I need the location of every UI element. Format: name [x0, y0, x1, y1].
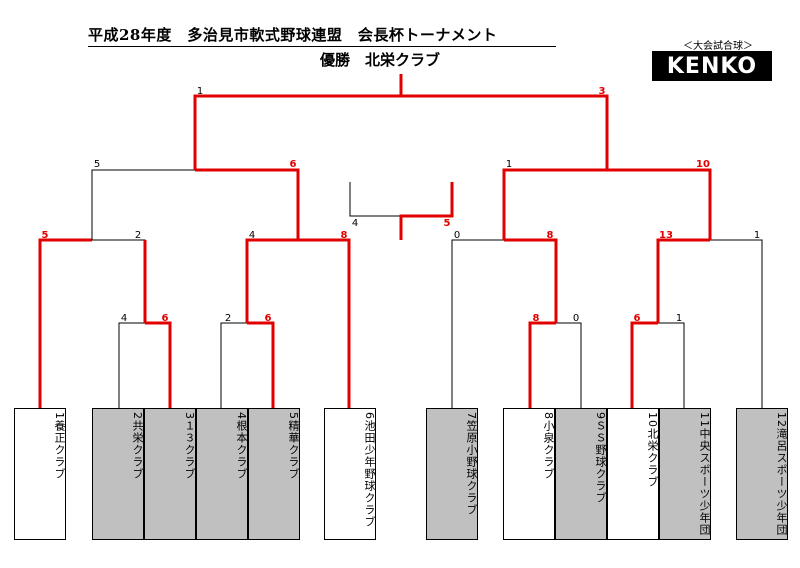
score-team7: 0 — [454, 230, 460, 241]
match-final-loser — [193, 94, 401, 170]
score-qf-left-b: 6 — [290, 159, 297, 170]
team-box-10: 10北栄クラブ — [607, 408, 659, 540]
match-qf-left-loser — [91, 169, 195, 240]
match-7v89-winner-line — [504, 238, 558, 323]
match-2v3-winner-line — [145, 321, 172, 408]
match-qf-left-winner — [195, 168, 300, 240]
match-10v11-winner-line — [630, 321, 658, 408]
tournament-title: 平成28年度 多治見市軟式野球連盟 会長杯トーナメント — [88, 26, 498, 44]
team-box-1: 1養正クラブ — [14, 408, 66, 540]
team-box-3: 3１３クラブ — [144, 408, 196, 540]
score-qf-left-a: 5 — [94, 159, 100, 170]
score-team1011: 13 — [659, 230, 673, 241]
score-team10: 6 — [634, 313, 641, 324]
title-underline — [88, 46, 556, 47]
score-team6: 8 — [341, 230, 348, 241]
team-box-4: 4根本クラブ — [196, 408, 248, 540]
score-team45: 4 — [249, 230, 255, 241]
score-team11: 1 — [676, 313, 682, 324]
score-team4: 2 — [225, 313, 231, 324]
score-final-b: 3 — [599, 86, 606, 97]
team-box-5: 5精華クラブ — [248, 408, 300, 540]
team-box-12: 12滝呂スポーツ少年団 — [736, 408, 788, 540]
sponsor-caption: ＜大会試合球＞ — [683, 41, 753, 52]
team-box-2: 2共栄クラブ — [92, 408, 144, 540]
score-team8: 8 — [533, 313, 540, 324]
score-team1: 5 — [42, 230, 49, 241]
score-team5: 6 — [265, 313, 272, 324]
match-qf-right-loser — [502, 168, 607, 240]
team-box-6: 6池田少年野球クラブ — [324, 408, 376, 540]
match-final-winner — [401, 94, 609, 170]
match-45v6-winner-line — [298, 238, 351, 408]
match-4v5-winner-line — [247, 321, 275, 408]
team-box-8: 8小泉クラブ — [503, 408, 555, 540]
match-1011v12-loser-line — [710, 239, 763, 408]
match-qf-right-winner — [607, 168, 712, 240]
match-4v5-loser-line — [220, 322, 247, 408]
match-7v89-loser-line — [451, 239, 504, 408]
bracket-lines — [38, 74, 763, 408]
sponsor-logo: KENKO — [652, 51, 772, 81]
score-third-b: 5 — [444, 218, 451, 229]
match-third-winner — [399, 182, 454, 240]
score-third-a: 4 — [352, 218, 358, 229]
team-box-9: 9ＳＳ野球クラブ — [555, 408, 607, 540]
score-team2: 4 — [121, 313, 127, 324]
score-qf-right-a: 1 — [506, 159, 512, 170]
match-1v23-winner-line — [38, 238, 92, 408]
match-third-loser — [349, 182, 401, 217]
team-box-11: 11中央スポーツ少年団 — [659, 408, 711, 540]
score-team9: 0 — [573, 313, 579, 324]
match-8v9-winner-line — [528, 321, 556, 408]
score-team3: 6 — [162, 313, 169, 324]
score-team89: 8 — [547, 230, 554, 241]
score-final-a: 1 — [197, 86, 203, 97]
score-team23: 2 — [135, 230, 141, 241]
winner-label: 優勝 北栄クラブ — [320, 51, 441, 69]
score-team12: 1 — [754, 230, 760, 241]
team-box-7: 7笠原小野球クラブ — [426, 408, 478, 540]
match-8v9-loser-line — [556, 322, 582, 408]
match-1011v12-winner-line — [656, 238, 710, 323]
match-10v11-loser-line — [658, 322, 685, 408]
match-45v6-loser-line — [245, 238, 298, 323]
score-qf-right-b: 10 — [696, 159, 710, 170]
match-2v3-loser-line — [118, 322, 145, 408]
match-1v23-loser-line — [92, 239, 146, 323]
